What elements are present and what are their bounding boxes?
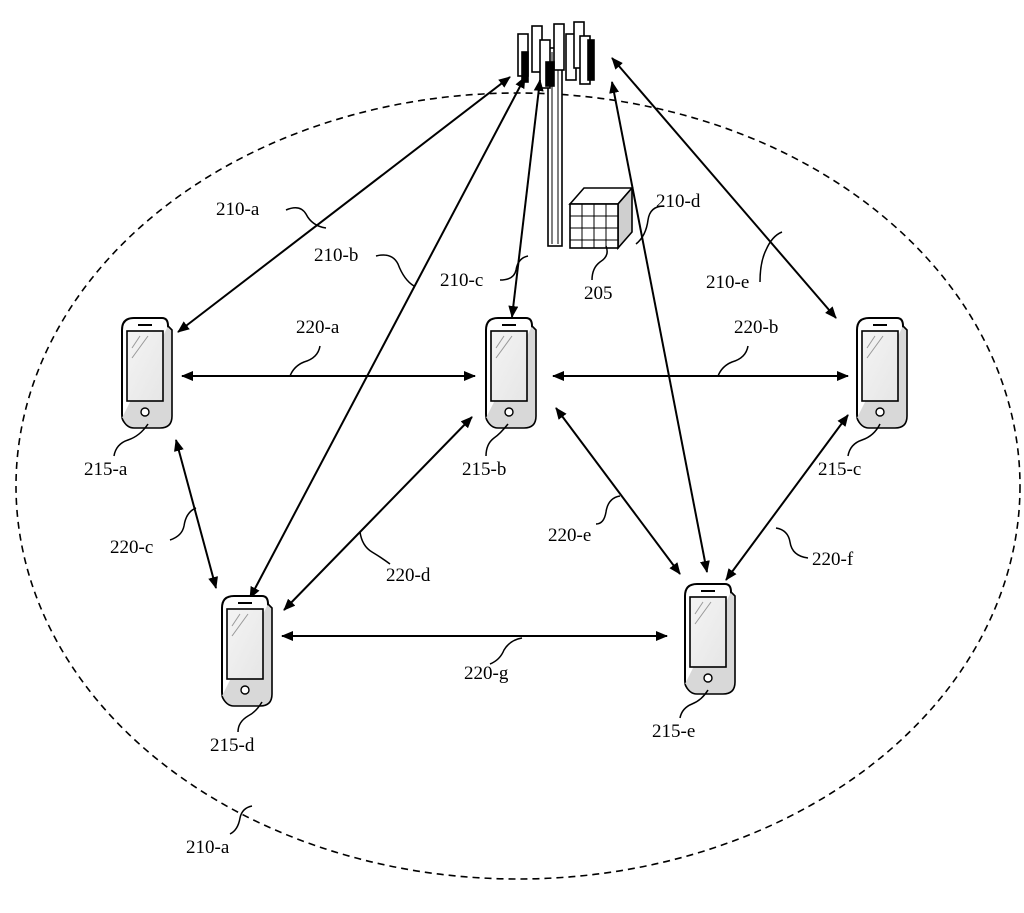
label-220-g: 220-g <box>464 663 509 684</box>
label-215-a: 215-a <box>84 459 128 480</box>
sidelink-220-f-arrow <box>725 414 849 581</box>
ue-215-c-phone-icon <box>856 317 908 429</box>
label-210-e: 210-e <box>706 272 750 293</box>
label-220-c: 220-c <box>110 537 154 558</box>
sidelink-220-e-arrow <box>555 407 681 575</box>
downlink-210-c-arrow <box>508 79 544 318</box>
leader-210-e <box>759 231 783 283</box>
label-215-e: 215-e <box>652 721 696 742</box>
label-220-e: 220-e <box>548 525 592 546</box>
leader-220-g <box>489 637 523 665</box>
leader-220-b <box>717 345 749 377</box>
sidelink-220-c-arrow <box>174 439 218 589</box>
leader-220-a <box>289 345 321 377</box>
ue-215-d-phone-icon <box>221 595 273 707</box>
leader-215-a <box>113 423 149 457</box>
base-station-tower <box>517 21 595 247</box>
label-205: 205 <box>584 283 613 304</box>
label-210-b: 210-b <box>314 245 359 266</box>
label-215-b: 215-b <box>462 459 507 480</box>
downlink-210-d-arrow <box>609 81 710 573</box>
label-210-d: 210-d <box>656 191 701 212</box>
ue-215-b-phone-icon <box>485 317 537 429</box>
downlink-210-b-arrow <box>249 76 526 599</box>
leader-210-a-area <box>229 805 253 835</box>
label-coverage-area: 210-a <box>186 837 230 858</box>
leader-210-d <box>635 205 665 245</box>
leader-210-b <box>375 254 415 287</box>
label-215-d: 215-d <box>210 735 255 756</box>
leader-220-c <box>169 507 197 541</box>
label-220-a: 220-a <box>296 317 340 338</box>
label-215-c: 215-c <box>818 459 862 480</box>
label-210-c: 210-c <box>440 270 484 291</box>
leader-220-f <box>775 527 809 559</box>
coverage-area-boundary <box>15 92 1021 880</box>
leader-215-e <box>679 689 709 719</box>
leader-205 <box>591 245 608 281</box>
leader-215-b <box>485 423 509 457</box>
ue-215-a-phone-icon <box>121 317 173 429</box>
leader-220-e <box>595 495 621 525</box>
sidelink-220-d-arrow <box>283 416 473 611</box>
label-220-d: 220-d <box>386 565 431 586</box>
label-220-f: 220-f <box>812 549 854 570</box>
base-station-equipment-cabinet <box>568 185 634 251</box>
leader-215-d <box>237 701 263 733</box>
ue-215-e-phone-icon <box>684 583 736 695</box>
leader-210-c <box>499 255 529 281</box>
label-210-a: 210-a <box>216 199 260 220</box>
leader-210-a <box>285 207 327 229</box>
leader-220-d <box>359 531 391 565</box>
label-220-b: 220-b <box>734 317 779 338</box>
leader-215-c <box>847 423 881 457</box>
downlink-210-e-arrow <box>611 57 837 319</box>
